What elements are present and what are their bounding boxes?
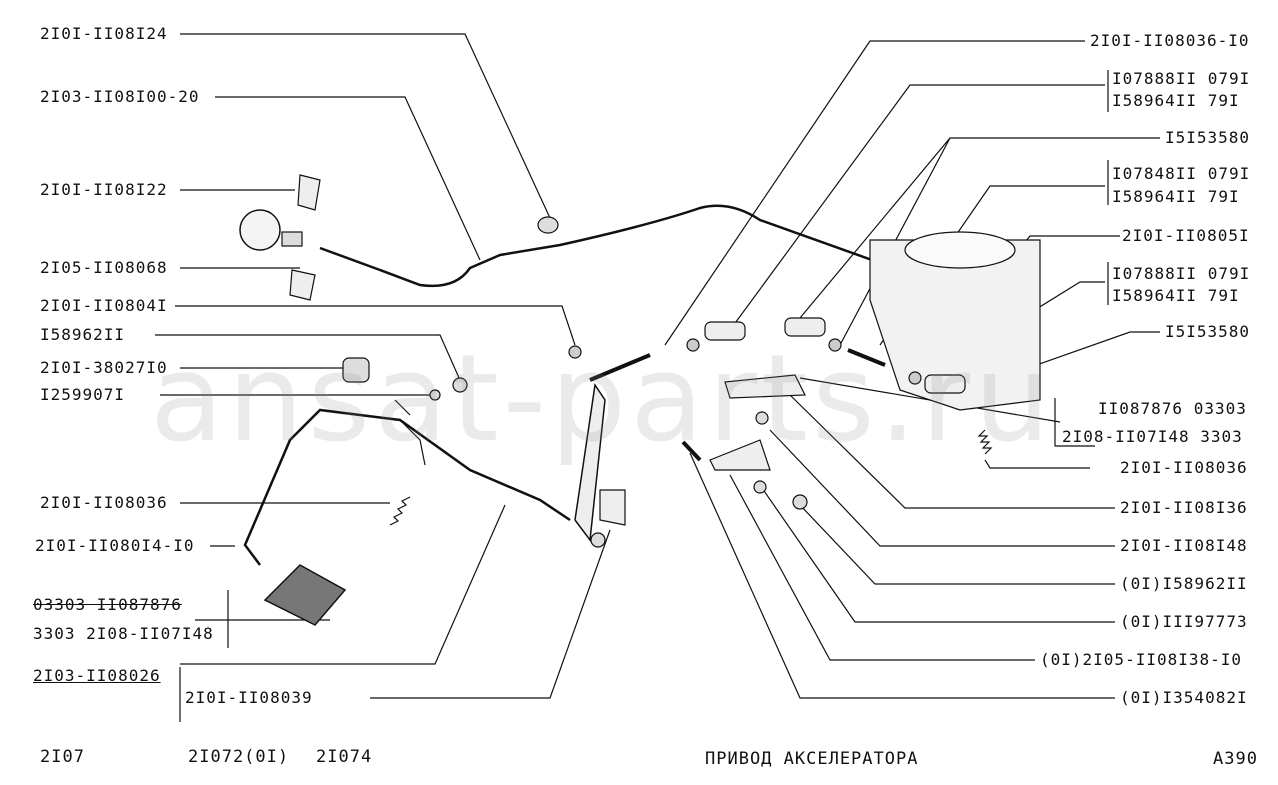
- clip-part: [297, 174, 321, 211]
- part-label-superseded: 03303 II087876: [33, 595, 182, 614]
- leader-line: [175, 305, 576, 346]
- part-label: (0I)III97773: [1120, 612, 1248, 631]
- leader-line: [729, 474, 1035, 661]
- washer: [429, 389, 441, 401]
- part-label: 3303 2I08-II07I48: [33, 624, 214, 643]
- washer: [755, 411, 769, 425]
- part-label: 2I08-II07I48 3303: [1062, 427, 1243, 446]
- model-code: 2I074: [316, 747, 373, 767]
- part-label: I07848II 079I: [1112, 164, 1251, 183]
- part-label: 2I0I-II08I48: [1120, 536, 1248, 555]
- bushing: [342, 357, 370, 383]
- part-label: 2I0I-II08036: [40, 493, 168, 512]
- part-label: 2I03-II08026: [33, 666, 161, 685]
- leader-line: [799, 504, 1115, 585]
- part-label: I58964II 79I: [1112, 286, 1240, 305]
- bushing: [590, 532, 606, 548]
- watermark: ansat-parts.ru: [150, 330, 1055, 469]
- leader-line: [215, 96, 481, 261]
- carburetor-top: [904, 231, 1016, 269]
- part-label: 2I05-II08068: [40, 258, 168, 277]
- leader-line: [789, 394, 1115, 509]
- clip: [568, 345, 582, 359]
- pin: [681, 440, 702, 462]
- bracket-part: [289, 269, 316, 301]
- nut: [686, 338, 700, 352]
- leader-line: [155, 334, 461, 381]
- part-label: I5I53580: [1165, 128, 1251, 147]
- ball-socket: [924, 374, 966, 394]
- hand-throttle-knob: [239, 209, 281, 251]
- diagram-title: ПРИВОД АКСЕЛЕРАТОРА: [705, 749, 919, 769]
- ball-socket: [784, 317, 826, 337]
- washer: [753, 480, 767, 494]
- stud: [847, 348, 886, 367]
- part-label: 2I03-II08I00-20: [40, 87, 200, 106]
- leader-line: [664, 40, 1085, 346]
- part-label: 2I0I-II08I24: [40, 24, 168, 43]
- link-rod: [589, 353, 651, 382]
- diagram-code: A390: [1213, 749, 1258, 769]
- part-label: (0I)2I05-II08I38-I0: [1040, 650, 1243, 669]
- part-label: (0I)I58962II: [1120, 574, 1248, 593]
- ball-socket: [704, 321, 746, 341]
- carburetor: [869, 239, 1041, 411]
- part-label: 2I0I-II08I36: [1120, 498, 1248, 517]
- nut: [452, 377, 468, 393]
- pedal-rod: [243, 408, 571, 566]
- part-label: 2I0I-II0805I: [1122, 226, 1250, 245]
- lever-arm: [574, 382, 606, 542]
- lever-bracket-lower: [599, 489, 626, 526]
- bracket-detail: [394, 399, 426, 466]
- nut: [828, 338, 842, 352]
- part-label: I5I53580: [1165, 322, 1251, 341]
- part-label: I07888II 079I: [1112, 69, 1251, 88]
- pedal-pad: [263, 564, 347, 626]
- return-spring: [389, 496, 411, 526]
- lever-bracket: [709, 439, 771, 471]
- return-spring-right: [977, 429, 993, 455]
- part-label: 2I0I-II08I22: [40, 180, 168, 199]
- part-label: I259907I: [40, 385, 126, 404]
- knob-bushing: [281, 231, 303, 247]
- bracket-line: [1054, 70, 1109, 447]
- model-code: 2I072(0I): [188, 747, 290, 767]
- intermediate-lever: [724, 374, 806, 399]
- leader-line: [370, 529, 611, 699]
- leader-line: [179, 504, 506, 722]
- leader-line: [769, 429, 1115, 547]
- part-label: 2I0I-II0804I: [40, 296, 168, 315]
- leader-line: [761, 487, 1115, 623]
- leader-line: [180, 33, 551, 219]
- leader-line: [984, 459, 1090, 469]
- grommet: [537, 216, 559, 234]
- nut: [792, 494, 808, 510]
- part-label: I07888II 079I: [1112, 264, 1251, 283]
- part-label: (0I)I354082I: [1120, 688, 1248, 707]
- part-label: I58964II 79I: [1112, 187, 1240, 206]
- leader-line: [729, 84, 1105, 331]
- part-label: 2I0I-II08039: [185, 688, 313, 707]
- nut: [908, 371, 922, 385]
- part-label: 2I0I-38027I0: [40, 358, 168, 377]
- part-label: I58964II 79I: [1112, 91, 1240, 110]
- part-label: I58962II: [40, 325, 126, 344]
- model-code: 2I07: [40, 747, 85, 767]
- part-label: II087876 03303: [1098, 399, 1247, 418]
- part-label: 2I0I-II08036: [1120, 458, 1248, 477]
- part-label: 2I0I-II080I4-I0: [35, 536, 195, 555]
- leader-line: [689, 452, 1115, 699]
- part-label: 2I0I-II08036-I0: [1090, 31, 1250, 50]
- accelerator-cable: [319, 204, 901, 288]
